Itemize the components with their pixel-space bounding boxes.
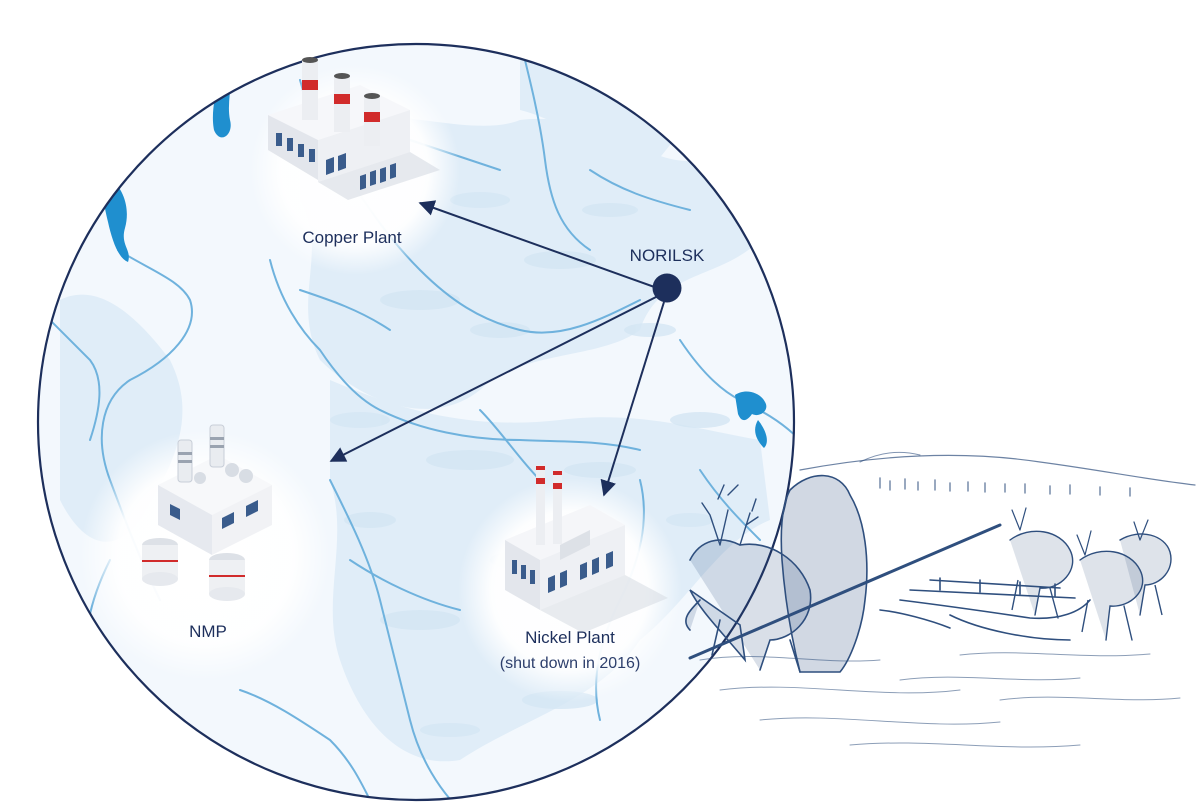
arrow-to-nmp xyxy=(329,294,661,462)
copper-plant-label: Copper Plant xyxy=(302,228,402,247)
norilsk-city-marker xyxy=(652,273,682,303)
map-border xyxy=(36,42,796,802)
reindeer-sled-herders-sketch xyxy=(685,451,1196,748)
arrow-to-nickel-plant xyxy=(600,301,665,497)
nmp-label: NMP xyxy=(189,622,227,641)
factory-with-red-striped-chimneys-icon xyxy=(268,57,440,200)
factory-with-two-chimneys-icon xyxy=(505,465,668,633)
terrain-speckles xyxy=(330,192,730,737)
city-label: NORILSK xyxy=(630,246,705,265)
arrow-to-copper-plant xyxy=(418,200,661,290)
plant-with-cooling-towers-and-tanks-icon xyxy=(142,424,272,601)
nickel-plant-label: Nickel Plant xyxy=(525,628,615,647)
nickel-plant-note: (shut down in 2016) xyxy=(500,655,641,672)
arrows xyxy=(329,200,665,497)
